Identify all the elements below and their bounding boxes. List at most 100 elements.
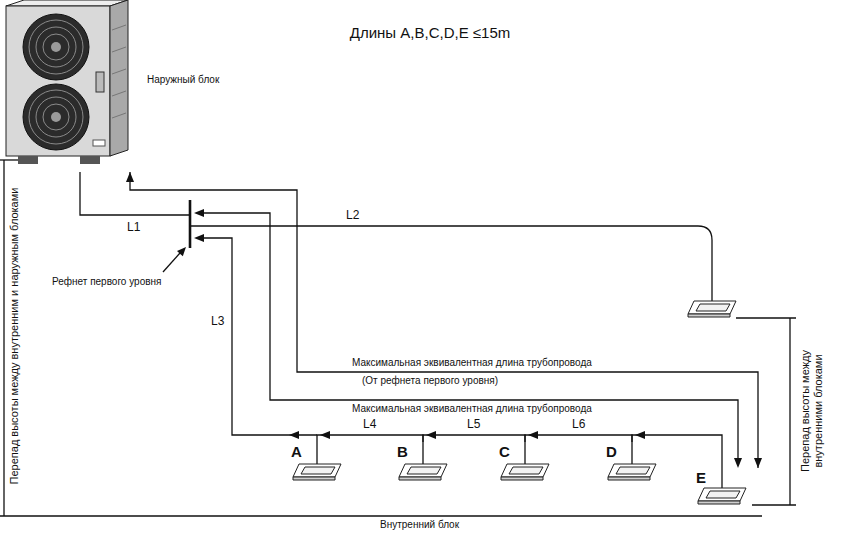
pipe-length-label: L5 (465, 417, 482, 431)
annotation-label: Максимальная эквивалентная длина трубопр… (352, 357, 592, 369)
refnet-symbol (189, 200, 192, 248)
unit-riser (721, 468, 722, 488)
indoor-unit-symbol (407, 467, 441, 474)
dimension-label: Перепад высоты между внутренним и наружн… (8, 188, 21, 485)
indoor-unit-symbol (696, 304, 730, 311)
indoor-unit-symbol (399, 464, 447, 477)
fan-grille (43, 104, 69, 130)
unit-front (6, 6, 110, 156)
unit-foot (80, 156, 100, 164)
side-slat (112, 91, 126, 96)
arrow-head (528, 431, 538, 439)
indoor-unit-symbol (698, 501, 740, 504)
pipe-connector (632, 431, 722, 468)
indoor-unit: C (495, 442, 555, 486)
indoor-unit-symbol (293, 464, 341, 477)
indoor-unit-symbol (509, 467, 543, 474)
pipe-line (130, 172, 758, 468)
unit-foot (18, 156, 38, 164)
side-slat (112, 47, 126, 52)
unit-name: Наружный блок (147, 74, 219, 86)
pipe-line (317, 435, 423, 442)
indoor-unit: B (393, 442, 453, 486)
indoor-unit-symbol (501, 464, 549, 477)
dimension-line (3, 160, 4, 516)
unit-handle (96, 72, 104, 92)
fan-grille (23, 14, 89, 80)
indoor-unit: A (287, 442, 347, 486)
arrow-head (635, 431, 645, 439)
pipe-line (525, 435, 632, 442)
indoor-unit-symbol (616, 467, 650, 474)
indoor-unit-symbol (698, 488, 746, 501)
unit-letter: E (696, 469, 706, 487)
annotation-label: (От рефнета первого уровня) (362, 375, 498, 387)
arrow-head (320, 431, 330, 439)
pipe-l3 (204, 238, 317, 435)
floor-line (0, 515, 762, 516)
indoor-unit-symbol (608, 477, 650, 480)
diagram-title: Длины A,B,C,D,E ≤15m (350, 24, 510, 42)
annotation-label: L1 (127, 220, 140, 234)
unit-riser (631, 442, 632, 464)
fan-grille (29, 90, 83, 144)
indoor-unit-symbol (501, 477, 543, 480)
pipe-length-label: L6 (570, 417, 587, 431)
annotation-label: Рефнет первого уровня (52, 276, 161, 288)
arrow-head (754, 458, 762, 468)
pipe-line (632, 435, 722, 468)
pipe-connector (423, 431, 525, 442)
fan-grille (23, 84, 89, 150)
annotation-label: Максимальная эквивалентная длина трубопр… (352, 403, 592, 415)
arrow-head (194, 209, 204, 217)
dimension-label: Перепад высоты между внутренними блоками (799, 326, 825, 496)
arrow-head (289, 431, 299, 439)
indoor-unit: D (602, 442, 662, 486)
arrow-head (126, 172, 134, 182)
indoor-unit-symbol (688, 301, 736, 314)
pipe-l2 (191, 226, 712, 301)
leader-line (163, 253, 180, 272)
indoor-unit-symbol (706, 491, 740, 498)
pipe-from-refnet (204, 213, 738, 459)
fan-hub (51, 112, 61, 122)
arrow-head (734, 458, 742, 468)
fan-grille (36, 97, 76, 137)
outdoor-unit: Наружный блок (0, 0, 136, 172)
pipe-connector (525, 431, 632, 442)
annotation-label: L3 (211, 314, 224, 328)
indoor-unit: E (692, 468, 767, 508)
pipe-connector (126, 172, 762, 468)
arrow-head (177, 247, 186, 256)
indoor-unit-symbol (301, 467, 335, 474)
indoor-unit-symbol (293, 477, 335, 480)
fan-hub (51, 42, 61, 52)
side-slat (112, 69, 126, 74)
arrow-head (194, 234, 204, 242)
pipe-line (423, 435, 525, 442)
unit-letter: B (397, 443, 408, 461)
indoor-unit-symbol (688, 314, 730, 317)
side-slat (112, 25, 126, 30)
indoor-unit-symbol (608, 464, 656, 477)
dimension-line (789, 318, 790, 505)
unit-top (6, 0, 128, 6)
indoor-unit-symbol (399, 477, 441, 480)
pipe-l1 (80, 172, 189, 215)
unit-riser (524, 442, 525, 464)
level-line (0, 159, 18, 160)
pipe-connector (317, 431, 423, 442)
unit-letter: A (291, 443, 302, 461)
annotation-label: L2 (346, 208, 359, 222)
level-line (736, 317, 796, 318)
side-slat (112, 113, 126, 118)
unit-riser (422, 442, 423, 464)
unit-side (110, 0, 128, 156)
fan-grille (43, 34, 69, 60)
annotation-label: Внутренний блок (380, 519, 459, 531)
unit-letter: D (606, 443, 617, 461)
unit-riser (316, 442, 317, 464)
pipe-length-label: L4 (361, 417, 378, 431)
unit-letter: C (499, 443, 510, 461)
